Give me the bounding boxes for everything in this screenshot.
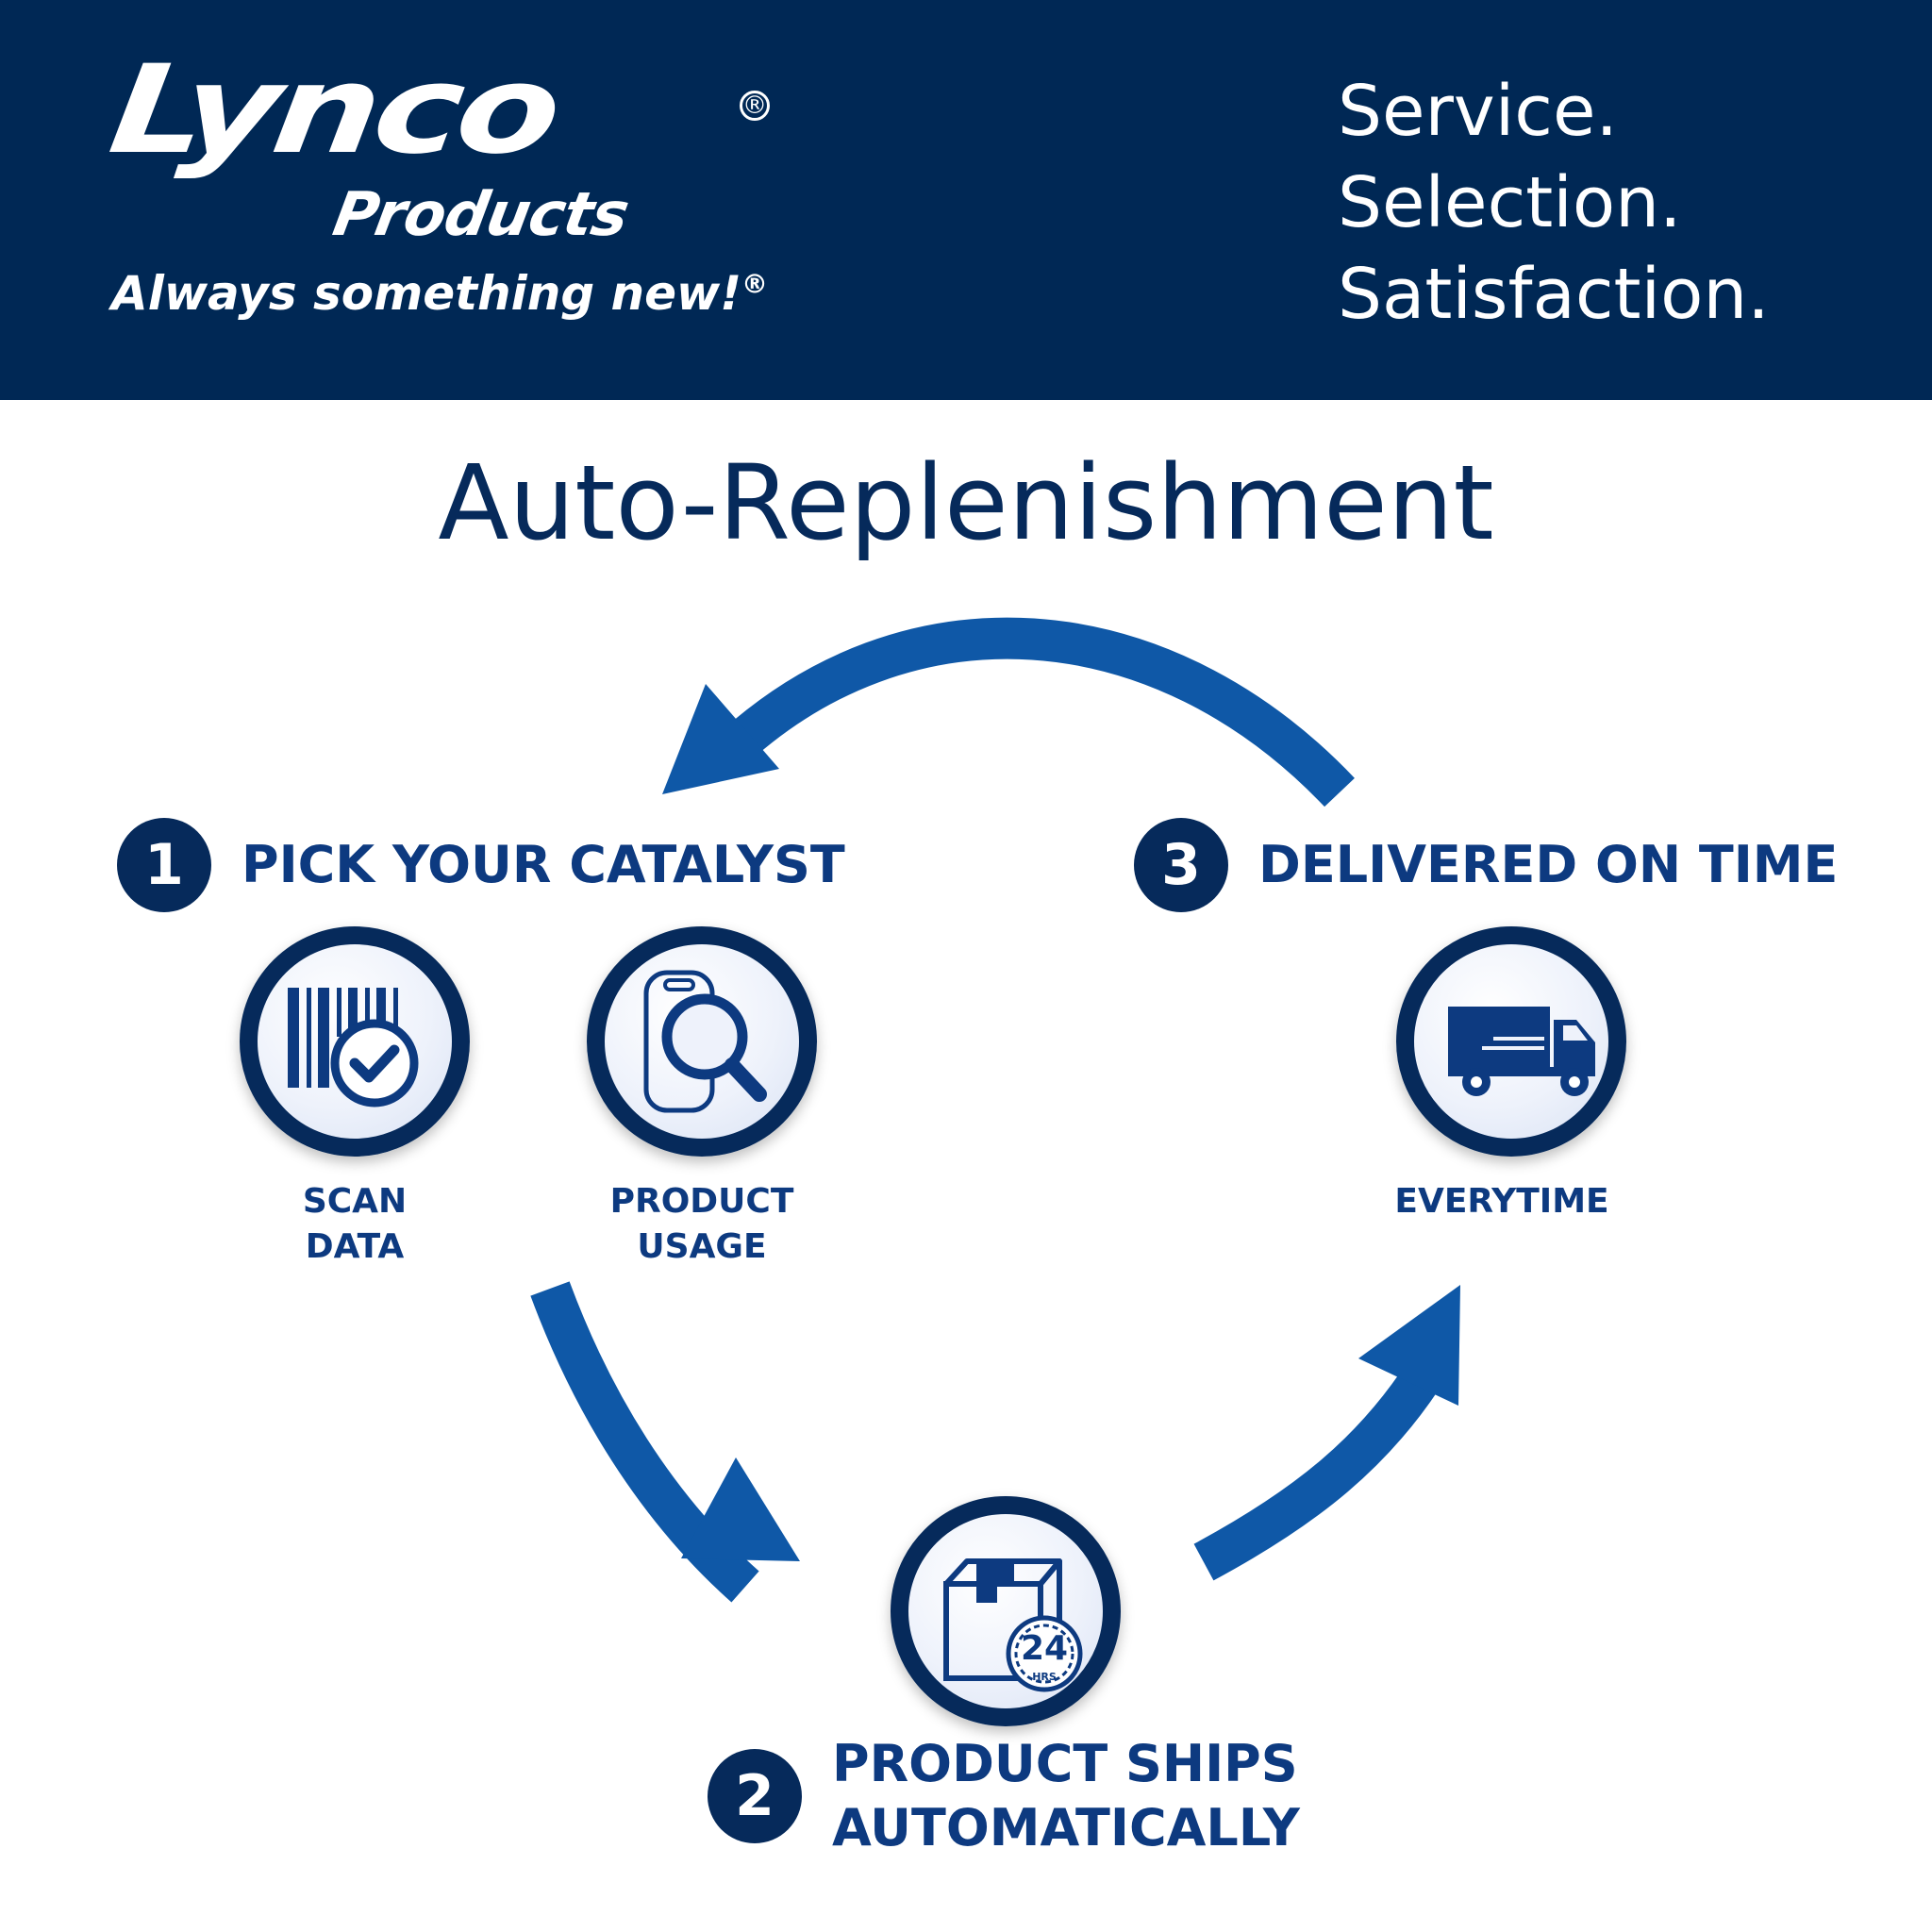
ship-icon-circle: 24 HRS	[891, 1496, 1121, 1726]
slogan-line: Service.	[1338, 71, 1619, 152]
step-1-label-line: PICK YOUR CATALYST	[242, 835, 845, 894]
caption-line: EVERYTIME	[1394, 1182, 1609, 1221]
logo-tagline: Always something new!®	[111, 270, 768, 317]
box-24hrs-icon: 24 HRS	[943, 1558, 1083, 1692]
product-magnifier-icon	[643, 970, 767, 1113]
badge-number: 24	[1021, 1629, 1068, 1668]
step-1: 1 PICK YOUR CATALYST	[117, 818, 845, 912]
badge-unit: HRS	[1032, 1671, 1057, 1683]
tagline-text: Always something new!	[111, 266, 742, 321]
slogan: Service. Selection. Satisfaction.	[1338, 66, 1770, 341]
tagline-registered-mark: ®	[741, 268, 769, 300]
step-2: 2 PRODUCT SHIPS AUTOMATICALLY	[708, 1732, 1300, 1860]
arrow-1-to-2-head	[681, 1457, 800, 1561]
arrow-2-to-3-head	[1358, 1285, 1460, 1406]
scan-data-icon-circle	[240, 926, 470, 1157]
step-2-label-line: AUTOMATICALLY	[832, 1798, 1300, 1857]
caption-line: USAGE	[637, 1227, 767, 1266]
step-1-label: PICK YOUR CATALYST	[242, 833, 845, 897]
step-2-label-line: PRODUCT SHIPS	[832, 1734, 1298, 1793]
delivery-icon-circle	[1396, 926, 1626, 1157]
step-3-label: DELIVERED ON TIME	[1258, 833, 1838, 897]
step-3-label-line: DELIVERED ON TIME	[1258, 835, 1839, 894]
arrow-3-to-1-shaft	[711, 617, 1355, 808]
caption-line: SCAN	[302, 1182, 408, 1221]
caption-line: PRODUCT	[609, 1182, 794, 1221]
barcode-check-icon	[288, 988, 419, 1108]
header-banner: Lynco ® Products Always something new!® …	[0, 0, 1932, 400]
step-3: 3 DELIVERED ON TIME	[1134, 818, 1838, 912]
arrow-2-to-3-shaft	[1193, 1347, 1452, 1581]
slogan-line: Satisfaction.	[1338, 254, 1770, 335]
logo-registered-mark: ®	[740, 91, 770, 121]
product-usage-caption: PRODUCT USAGE	[587, 1179, 817, 1270]
slogan-line: Selection.	[1338, 162, 1682, 243]
scan-data-caption: SCAN DATA	[240, 1179, 470, 1270]
truck-icon	[1448, 1007, 1595, 1096]
arrow-1-to-2-shaft	[530, 1281, 759, 1603]
step-2-label: PRODUCT SHIPS AUTOMATICALLY	[832, 1732, 1300, 1860]
step-1-number: 1	[117, 818, 211, 912]
arrow-3-to-1-head	[662, 684, 779, 794]
page-title: Auto-Replenishment	[438, 442, 1494, 563]
delivery-caption: EVERYTIME	[1387, 1179, 1617, 1224]
product-usage-icon-circle	[587, 926, 817, 1157]
step-3-number: 3	[1134, 818, 1228, 912]
caption-line: DATA	[305, 1227, 405, 1266]
step-2-number: 2	[708, 1749, 802, 1843]
